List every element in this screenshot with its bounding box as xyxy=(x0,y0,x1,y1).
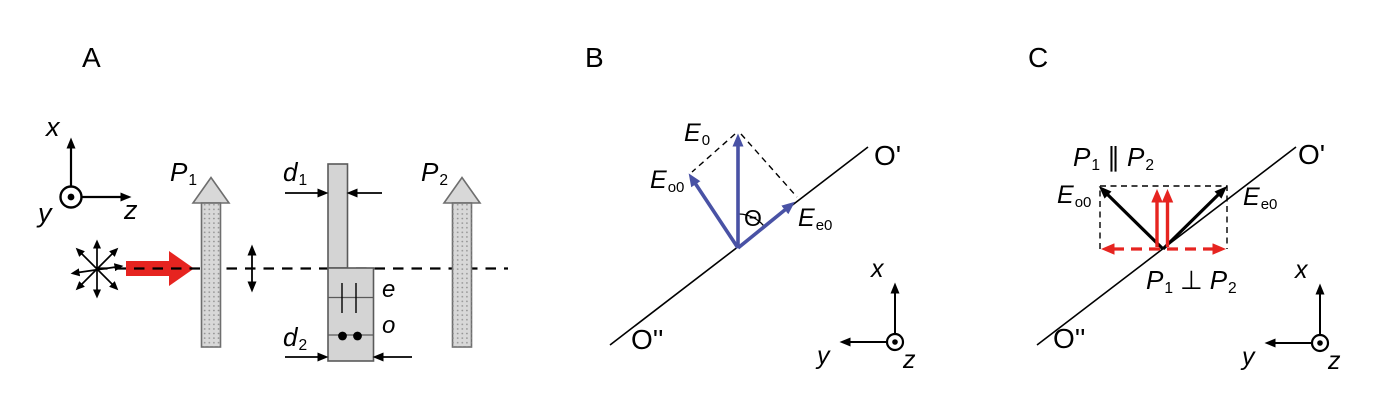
axis-x-label-a: x xyxy=(46,112,60,142)
o-double-prime-label-b: O'' xyxy=(631,324,664,355)
panel-c xyxy=(1036,146,1330,353)
e-ray-axis-ticks xyxy=(341,283,357,313)
panel-a-label: A xyxy=(82,42,101,73)
panel-c-label: C xyxy=(1028,42,1049,73)
axis-y-label-a: y xyxy=(38,198,52,228)
eo0-label-b: Eo0 xyxy=(650,166,685,196)
axis-z-label-b: z xyxy=(903,346,916,374)
coordinate-axes-c xyxy=(1264,283,1330,353)
panel-a xyxy=(59,137,508,362)
ee0-label-b: Ee0 xyxy=(798,204,833,234)
axis-x-label-b: x xyxy=(871,255,884,283)
o-ray-label: o xyxy=(382,312,396,339)
field-vectors-b xyxy=(688,133,795,250)
vector-eo0 xyxy=(688,173,740,249)
p2-label: P2 xyxy=(421,157,449,189)
d2-label: d2 xyxy=(283,322,308,354)
axis-z-label-c: z xyxy=(1328,347,1341,375)
o-double-prime-label-c: O'' xyxy=(1053,323,1086,354)
birefringent-crystal xyxy=(327,163,375,362)
parallel-component-arrows xyxy=(1151,189,1174,247)
field-vectors-c xyxy=(1098,185,1228,251)
axis-y-label-b: y xyxy=(817,342,830,370)
e0-label: E0 xyxy=(684,119,711,149)
e-ray-label: e xyxy=(382,276,396,303)
d1-label: d1 xyxy=(283,157,308,189)
eo0-label-c: Eo0 xyxy=(1057,181,1092,211)
polarizer-p1 xyxy=(191,176,231,348)
parallel-config-label: P1∥P2 xyxy=(1073,142,1155,174)
vector-ee0 xyxy=(736,201,795,250)
panel-b xyxy=(609,133,905,352)
p1-label: P1 xyxy=(170,157,198,189)
ee0-label-c: Ee0 xyxy=(1243,183,1278,213)
vector-ee0-c xyxy=(1161,185,1228,251)
axis-x-label-c: x xyxy=(1295,256,1308,284)
o-prime-label-c: O' xyxy=(1298,139,1326,170)
theta-label: Θ xyxy=(744,205,762,231)
coordinate-axes-b xyxy=(839,282,905,352)
unpolarized-light-icon xyxy=(70,239,124,299)
polarizer-p2 xyxy=(442,176,482,348)
axis-z-label-a: z xyxy=(124,195,138,225)
vector-eo0-c xyxy=(1098,185,1165,251)
o-ray-axis-dots xyxy=(338,331,362,341)
axis-y-label-c: y xyxy=(1242,343,1255,371)
component-dashed-rectangle xyxy=(1099,185,1228,249)
o-prime-label-b: O' xyxy=(874,140,902,171)
parallelogram-dashed-lines xyxy=(691,133,798,198)
panel-b-label: B xyxy=(585,42,604,73)
coordinate-axes-a xyxy=(59,137,132,209)
perpendicular-config-label: P1⊥P2 xyxy=(1146,265,1237,297)
